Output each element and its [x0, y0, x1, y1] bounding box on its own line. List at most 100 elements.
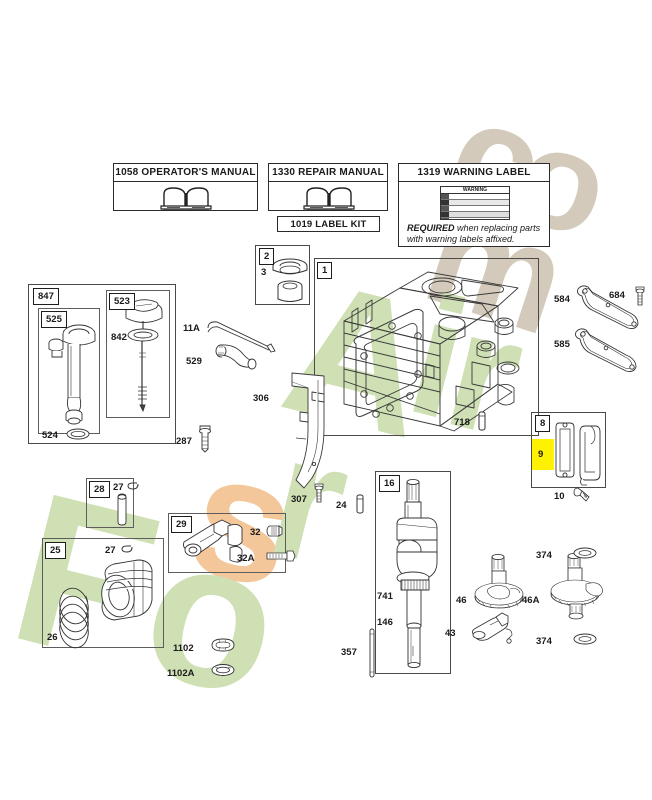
- piston-assembly-box[interactable]: [42, 538, 164, 648]
- pin-lock-ring-art-b: [120, 544, 134, 554]
- tube-seal-art: [65, 427, 91, 441]
- retainer-ring-art: [209, 637, 237, 653]
- callout-num-46: 46: [456, 595, 467, 606]
- callout-num-32A: 32A: [237, 553, 255, 564]
- callout-tag-525: 525: [41, 311, 67, 328]
- callout-tag-16: 16: [379, 475, 400, 492]
- callout-tag-28: 28: [89, 481, 110, 498]
- callout-num-306: 306: [253, 393, 269, 404]
- callout-num-27-a: 27: [113, 482, 124, 493]
- breather-elbow-art: [213, 344, 257, 370]
- warning-required-rest: when replacing parts: [454, 223, 541, 233]
- callout-tag-523: 523: [109, 293, 135, 310]
- callout-num-585: 585: [554, 339, 570, 350]
- callout-num-32: 32: [250, 527, 261, 538]
- repair-manual-label: 1330 REPAIR MANUAL: [269, 164, 387, 182]
- rod-screw-art: [266, 524, 284, 538]
- callout-num-27-b: 27: [105, 545, 116, 556]
- gasket-screw-art: [634, 286, 646, 308]
- callout-num-146: 146: [377, 617, 393, 628]
- callout-num-287: 287: [176, 436, 192, 447]
- warning-label-title: 1319 WARNING LABEL: [399, 164, 549, 182]
- breather-gasket-art: [553, 419, 577, 481]
- rod-bolt-art: [265, 549, 297, 563]
- callout-num-357: 357: [341, 647, 357, 658]
- breather-screw-art: [572, 486, 592, 504]
- callout-num-718: 718: [454, 417, 470, 428]
- callout-num-11A: 11A: [183, 323, 200, 334]
- callout-num-46A: 46A: [522, 595, 540, 606]
- manual-book-icon-2: [303, 185, 355, 211]
- callout-num-741: 741: [377, 591, 393, 602]
- crankshaft-box[interactable]: [375, 471, 451, 674]
- callout-num-684: 684: [609, 290, 625, 301]
- piston-art: [88, 556, 160, 632]
- operators-manual-label: 1058 OPERATOR'S MANUAL: [114, 164, 257, 182]
- piston-pin-box[interactable]: [86, 478, 134, 528]
- repair-manual-box[interactable]: 1330 REPAIR MANUAL: [268, 163, 388, 211]
- warning-decal-art: WARNING: [440, 186, 510, 220]
- warning-decal-row: [441, 206, 509, 212]
- callout-tag-1: 1: [317, 262, 333, 279]
- callout-num-374-lower: 374: [536, 636, 552, 647]
- callout-tag-8: 8: [535, 415, 551, 432]
- pin-lock-ring-art-a: [126, 481, 140, 491]
- callout-num-584: 584: [554, 294, 570, 305]
- retainer-washer-art: [209, 662, 237, 678]
- manual-book-icon: [160, 185, 212, 211]
- warning-decal-row: [441, 218, 509, 219]
- gasket-lower-art: [570, 325, 642, 377]
- oil-drain-plug-art: [197, 424, 213, 454]
- callout-num-529: 529: [186, 356, 202, 367]
- camshaft-gear-alt-art: [546, 552, 608, 632]
- callout-num-307: 307: [291, 494, 307, 505]
- callout-num-842: 842: [111, 332, 127, 343]
- callout-num-10: 10: [554, 491, 565, 502]
- dipstick-box[interactable]: [106, 290, 170, 418]
- oil-fill-tube-art: [44, 322, 100, 432]
- connecting-rod-art: [180, 518, 254, 570]
- warning-required-strong: REQUIRED: [407, 223, 455, 233]
- oil-seal-art: [270, 256, 310, 304]
- governor-lever-art: [468, 611, 516, 647]
- cylinder-block-art: [322, 266, 534, 432]
- push-rod-art: [368, 627, 376, 679]
- camshaft-gear-art: [472, 553, 528, 617]
- callout-tag-25: 25: [45, 542, 66, 559]
- operators-manual-box[interactable]: 1058 OPERATOR'S MANUAL: [113, 163, 258, 211]
- crankshaft-art: [383, 478, 445, 670]
- breather-body-art: [577, 424, 603, 486]
- connecting-rod-box[interactable]: [168, 513, 286, 573]
- callout-num-3: 3: [261, 267, 267, 278]
- breather-assembly-box[interactable]: [531, 412, 606, 488]
- thrust-washer-lower-art: [572, 632, 598, 646]
- thrust-washer-upper-art: [572, 546, 598, 560]
- oil-seal-box[interactable]: [255, 245, 310, 305]
- piston-rings-art: [52, 586, 112, 649]
- callout-num-26: 26: [47, 632, 58, 643]
- item-9-highlight: [532, 439, 554, 470]
- label-kit-box[interactable]: 1019 LABEL KIT: [277, 216, 380, 232]
- callout-num-9: 9: [538, 449, 544, 460]
- warning-decal-row: [441, 212, 509, 218]
- callout-tag-2: 2: [259, 248, 275, 265]
- warning-decal-heading: WARNING: [441, 187, 509, 194]
- callout-tag-29: 29: [171, 516, 192, 533]
- callout-num-374-upper: 374: [536, 550, 552, 561]
- breather-tube-art: [205, 318, 287, 354]
- warning-required-line2: with warning labels affixed.: [407, 234, 515, 244]
- callout-num-1102A: 1102A: [167, 668, 195, 679]
- warning-label-box[interactable]: 1319 WARNING LABEL WARNING REQUIRED when…: [398, 163, 550, 247]
- callout-num-524: 524: [42, 430, 58, 441]
- warning-required-note: REQUIRED when replacing parts with warni…: [407, 223, 549, 245]
- dowel-pin-art: [355, 494, 365, 514]
- oil-fill-group-box[interactable]: [28, 284, 176, 444]
- cylinder-shield-art: [278, 368, 340, 493]
- callout-num-1102: 1102: [173, 643, 194, 654]
- label-kit-label: 1019 LABEL KIT: [278, 217, 379, 231]
- shield-screw-art: [313, 483, 325, 505]
- warning-decal-row: [441, 194, 509, 200]
- callout-num-43: 43: [445, 628, 456, 639]
- cylinder-assembly-box[interactable]: [314, 258, 539, 436]
